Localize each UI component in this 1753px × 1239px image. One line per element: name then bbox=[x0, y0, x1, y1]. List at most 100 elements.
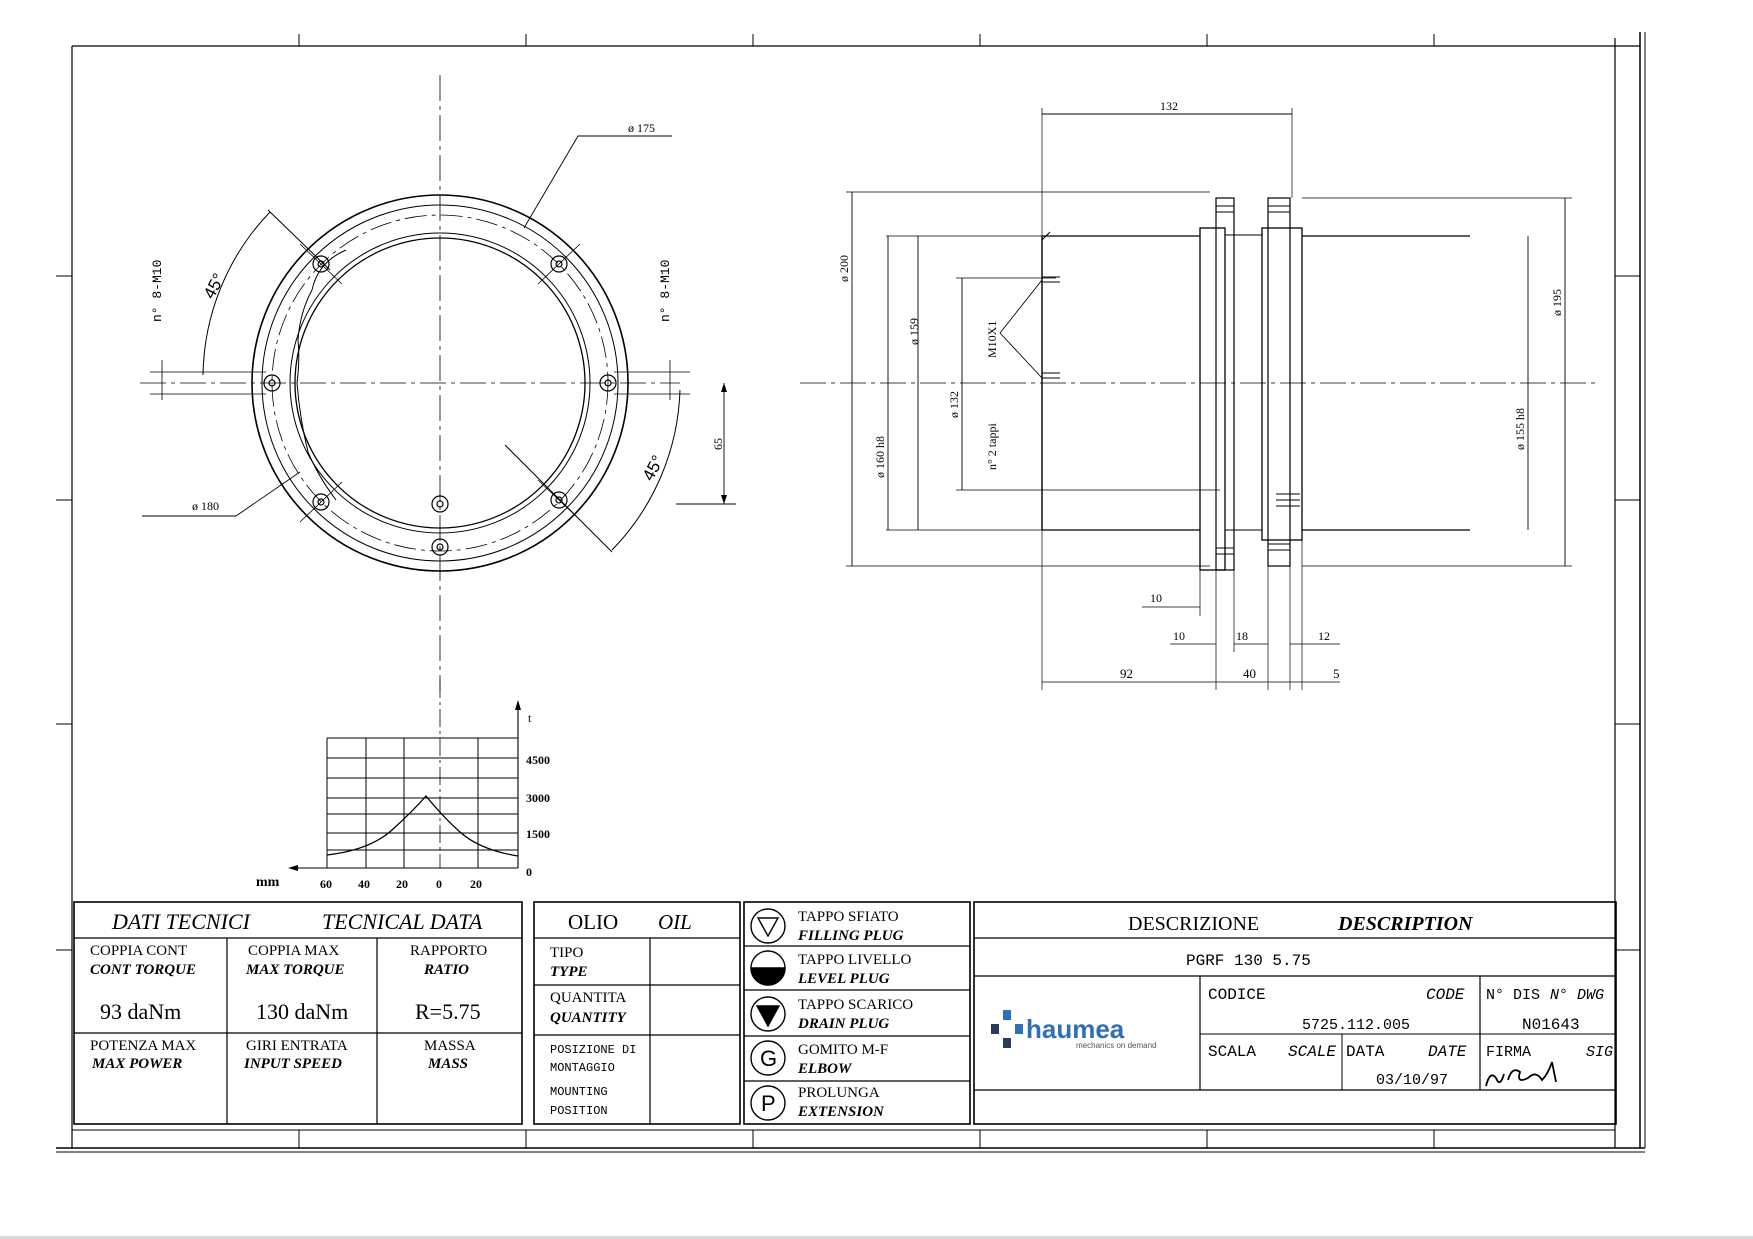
legend-elbow-it: GOMITO M-F bbox=[798, 1042, 888, 1058]
legend-filling-en: FILLING PLUG bbox=[797, 928, 904, 944]
tech-data-title-en: TECNICAL DATA bbox=[322, 909, 483, 934]
chart-y-unit: t bbox=[528, 711, 532, 725]
elbow-symbol: G bbox=[760, 1046, 777, 1071]
tech-data-title-it: DATI TECNICI bbox=[111, 909, 252, 934]
dim-d200: ø 200 bbox=[837, 255, 851, 282]
scale-it: SCALA bbox=[1208, 1043, 1256, 1061]
tech-data-table bbox=[73, 901, 523, 1125]
ratio-value: R=5.75 bbox=[415, 999, 481, 1024]
description-value: PGRF 130 5.75 bbox=[1186, 952, 1311, 970]
angle-bottom: 45° bbox=[639, 452, 668, 484]
dim-d159: ø 159 bbox=[907, 318, 921, 345]
logo-text: haumea bbox=[1026, 1014, 1125, 1044]
oil-pos-it-2: MONTAGGIO bbox=[550, 1061, 615, 1075]
dim-d132: ø 132 bbox=[947, 391, 961, 418]
level-plug-icon bbox=[750, 950, 786, 986]
logo-mark-icon bbox=[991, 1010, 1023, 1048]
bolt-holes bbox=[263, 255, 617, 556]
oil-title-en: OIL bbox=[658, 910, 692, 934]
drain-plug-icon bbox=[750, 996, 786, 1032]
max-power-it: POTENZA MAX bbox=[90, 1038, 196, 1054]
oil-text: OLIO OIL TIPO TYPE QUANTITA QUANTITY POS… bbox=[550, 910, 692, 1118]
chart-x-tick-20: 20 bbox=[396, 877, 408, 891]
chart-x-tick-60: 60 bbox=[320, 877, 332, 891]
oil-pos-en-2: POSITION bbox=[550, 1104, 608, 1118]
chart-y-tick-4500: 4500 bbox=[526, 753, 550, 767]
side-view-labels: 132 ø 200 ø 159 ø 132 ø 160 h8 M10X1 n° … bbox=[837, 99, 1564, 681]
chart-y-tick-3000: 3000 bbox=[526, 791, 550, 805]
logo-tagline: mechanics on demand bbox=[1076, 1041, 1157, 1050]
cont-torque-en: CONT TORQUE bbox=[90, 962, 196, 978]
dwg-en: N° DWG bbox=[1550, 987, 1604, 1004]
thread-m10x1: M10X1 bbox=[985, 321, 999, 358]
desc-en: DESCRIPTION bbox=[1337, 913, 1474, 935]
oil-title-it: OLIO bbox=[568, 910, 618, 934]
cont-torque-value: 93 daNm bbox=[100, 999, 181, 1024]
date-it: DATA bbox=[1346, 1043, 1385, 1061]
oil-qty-en: QUANTITY bbox=[550, 1010, 628, 1026]
code-value: 5725.112.005 bbox=[1302, 1017, 1410, 1034]
dim-132-top: 132 bbox=[1160, 99, 1178, 113]
oil-table bbox=[533, 901, 741, 1125]
chart-x-tick-0: 0 bbox=[436, 877, 442, 891]
max-torque-value: 130 daNm bbox=[256, 999, 348, 1024]
dim-10a: 10 bbox=[1150, 591, 1162, 605]
title-block-text: DESCRIZIONE DESCRIPTION PGRF 130 5.75 CO… bbox=[1128, 913, 1613, 1089]
plug-legend-text: TAPPO SFIATO FILLING PLUG TAPPO LIVELLO … bbox=[797, 909, 913, 1120]
side-view bbox=[800, 108, 1600, 690]
dwg-value: N01643 bbox=[1522, 1016, 1580, 1034]
haumea-logo: haumea mechanics on demand bbox=[991, 1010, 1157, 1050]
scale-en: SCALE bbox=[1288, 1043, 1336, 1061]
oil-type-en: TYPE bbox=[550, 964, 588, 980]
mass-en: MASS bbox=[427, 1056, 468, 1072]
input-speed-en: INPUT SPEED bbox=[243, 1056, 342, 1072]
load-chart bbox=[288, 680, 521, 871]
legend-filling-it: TAPPO SFIATO bbox=[798, 909, 899, 925]
front-view-labels: ø 175 ø 180 n° 8-M10 n° 8-M10 45° 45° 65 bbox=[150, 121, 725, 513]
dim-d195: ø 195 bbox=[1550, 289, 1564, 316]
code-en: CODE bbox=[1426, 986, 1465, 1004]
legend-extension-en: EXTENSION bbox=[797, 1104, 885, 1120]
dim-65: 65 bbox=[711, 438, 725, 450]
dim-5: 5 bbox=[1333, 666, 1340, 681]
dim-18: 18 bbox=[1236, 629, 1248, 643]
extension-symbol: P bbox=[761, 1091, 776, 1116]
plugs-count: n° 2 tappi bbox=[985, 423, 999, 470]
filling-plug-icon bbox=[750, 908, 786, 944]
date-value: 03/10/97 bbox=[1376, 1072, 1448, 1089]
dwg-it: N° DIS bbox=[1486, 987, 1540, 1004]
dim-d160h8: ø 160 h8 bbox=[873, 436, 887, 478]
max-power-en: MAX POWER bbox=[91, 1056, 182, 1072]
oil-type-it: TIPO bbox=[550, 945, 584, 961]
chart-y-tick-1500: 1500 bbox=[526, 827, 550, 841]
cont-torque-it: COPPIA CONT bbox=[90, 943, 187, 959]
oil-pos-en-1: MOUNTING bbox=[550, 1085, 608, 1099]
desc-it: DESCRIZIONE bbox=[1128, 913, 1259, 935]
max-torque-en: MAX TORQUE bbox=[245, 962, 345, 978]
dim-12: 12 bbox=[1318, 629, 1330, 643]
plug-legend bbox=[743, 901, 971, 1125]
code-it: CODICE bbox=[1208, 986, 1266, 1004]
bottom-scroll-edge bbox=[0, 1236, 1753, 1239]
holes-left: n° 8-M10 bbox=[150, 260, 165, 322]
dim-d175: ø 175 bbox=[628, 121, 655, 135]
sign-it: FIRMA bbox=[1486, 1044, 1531, 1061]
chart-y-tick-0: 0 bbox=[526, 865, 532, 879]
front-view bbox=[140, 75, 736, 690]
date-en: DATE bbox=[1428, 1043, 1467, 1061]
tech-data-text: DATI TECNICI TECNICAL DATA COPPIA CONT C… bbox=[90, 909, 487, 1072]
dim-d180: ø 180 bbox=[192, 499, 219, 513]
oil-qty-it: QUANTITA bbox=[550, 990, 626, 1006]
input-speed-it: GIRI ENTRATA bbox=[246, 1038, 348, 1054]
mass-it: MASSA bbox=[424, 1038, 476, 1054]
sign-en: SIG bbox=[1586, 1044, 1613, 1061]
legend-drain-it: TAPPO SCARICO bbox=[798, 997, 913, 1013]
ratio-it: RAPPORTO bbox=[410, 943, 487, 959]
holes-right: n° 8-M10 bbox=[658, 260, 673, 322]
load-chart-labels: t 4500 3000 1500 0 mm 60 40 20 0 20 bbox=[256, 711, 550, 891]
legend-extension-it: PROLUNGA bbox=[798, 1085, 880, 1101]
dim-40: 40 bbox=[1243, 666, 1256, 681]
extension-icon bbox=[750, 1085, 786, 1121]
chart-x-tick-20b: 20 bbox=[470, 877, 482, 891]
